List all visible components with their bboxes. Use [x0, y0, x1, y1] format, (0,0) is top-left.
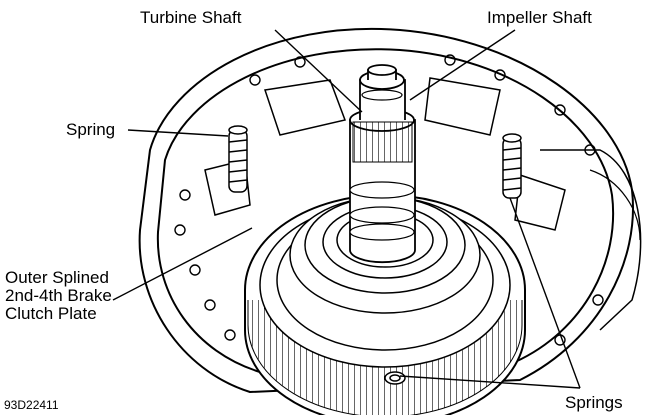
- label-outer-plate-line2: 2nd-4th Brake: [5, 286, 112, 305]
- turbine-impeller-shafts: [349, 64, 416, 264]
- springs: [228, 125, 522, 385]
- spring-right: [502, 133, 522, 199]
- label-springs: Springs: [565, 393, 623, 412]
- clutch-plate-assembly: [244, 194, 526, 420]
- label-outer-plate-line3: Clutch Plate: [5, 304, 97, 323]
- figure-code: 93D22411: [4, 398, 59, 412]
- spring-bottom: [384, 371, 406, 385]
- label-turbine-shaft: Turbine Shaft: [140, 8, 242, 27]
- spring-left: [228, 125, 248, 193]
- label-outer-plate-line1: Outer Splined: [5, 268, 109, 287]
- label-impeller-shaft: Impeller Shaft: [487, 8, 592, 27]
- label-spring: Spring: [66, 120, 116, 139]
- leader-lines: [112, 29, 581, 389]
